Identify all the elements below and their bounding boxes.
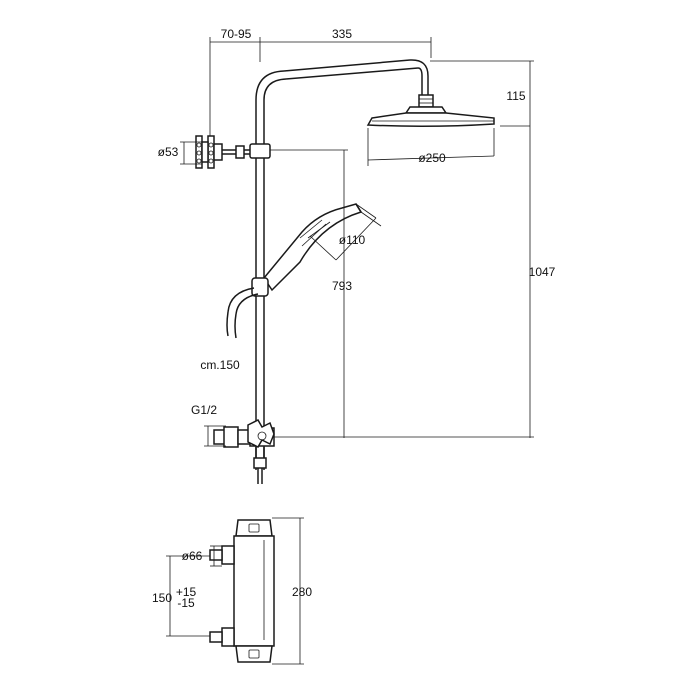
diverter-fitting	[213, 419, 275, 484]
label-head-drop: 115	[506, 89, 525, 103]
hand-shower	[251, 203, 363, 297]
label-inlet-tol-plus: +15	[176, 585, 197, 599]
label-wall-bracket-diameter: ø53	[158, 145, 179, 159]
label-arm-projection-range: 70-95	[221, 27, 252, 41]
thermostatic-mixer	[209, 519, 275, 663]
wall-bracket	[195, 135, 271, 169]
label-inlet-centres: 150	[152, 591, 172, 605]
label-overall-height: 1047	[529, 265, 556, 279]
dimensions-mixer	[166, 517, 304, 665]
dimensions-upper	[180, 37, 534, 447]
label-head-diameter: ø250	[418, 151, 446, 165]
label-inlet-thread: G1/2	[191, 403, 217, 417]
label-mixer-length: 280	[292, 585, 312, 599]
label-body-diameter: ø66	[182, 549, 203, 563]
label-hand-shower-diameter: ø110	[339, 233, 366, 247]
label-holder-height: 793	[332, 279, 352, 293]
overhead-shower-head	[366, 94, 495, 128]
label-inlet-tol-minus: -15	[177, 596, 195, 610]
label-arm-length: 335	[332, 27, 352, 41]
dimension-labels: 70-95 335 115 1047 ø53 ø250 ø110 793 cm.…	[152, 27, 556, 610]
shower-hose	[226, 287, 259, 339]
label-hose-length: cm.150	[200, 358, 240, 372]
